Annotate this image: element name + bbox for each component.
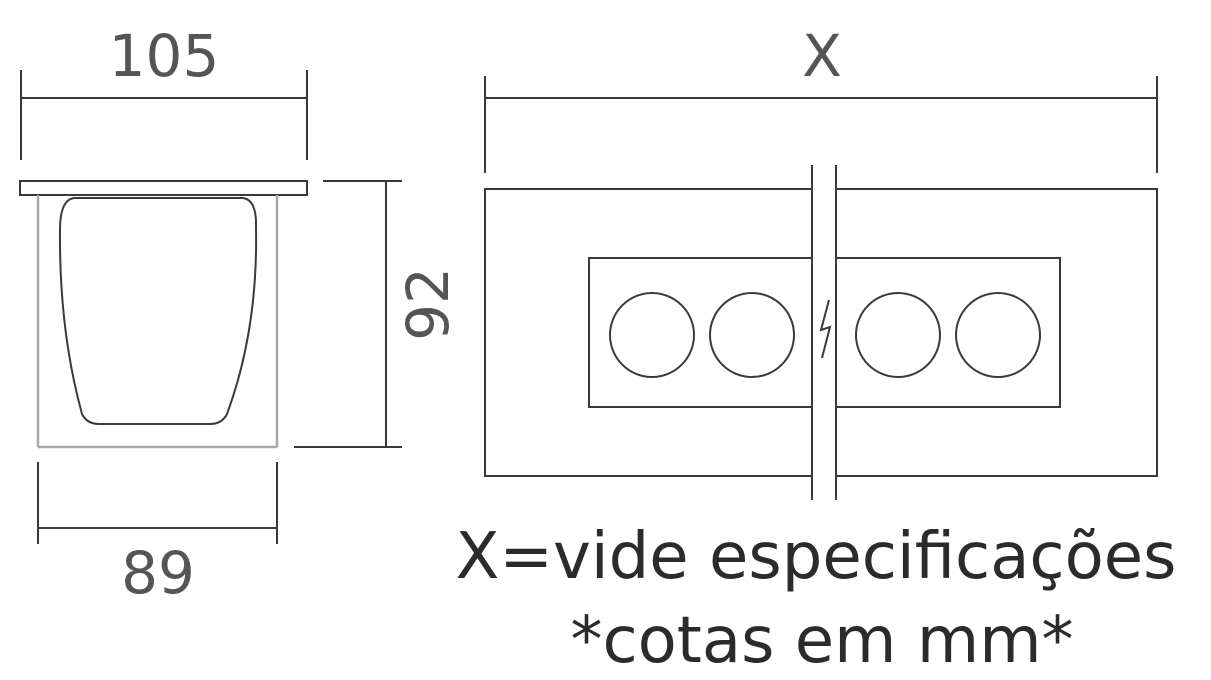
outer-frame <box>484 188 1158 477</box>
lamp-group <box>609 292 1041 378</box>
top-width-dimension <box>20 70 308 160</box>
lamp-circle <box>955 292 1041 378</box>
side-view: 105 92 89 <box>19 22 462 607</box>
length-label: X <box>802 22 842 90</box>
lamp-circle <box>855 292 941 378</box>
bottom-width-label: 89 <box>121 539 195 607</box>
spec-note: X=vide especificações <box>456 520 1177 594</box>
bottom-width-dimension <box>37 462 278 544</box>
housing-body <box>36 195 279 449</box>
units-note: *cotas em mm* <box>570 604 1073 678</box>
lamp-circle <box>609 292 695 378</box>
length-dimension <box>484 76 1158 173</box>
inner-panel-left-half <box>588 257 812 408</box>
outer-frame-left-half <box>484 188 812 477</box>
height-label: 92 <box>394 267 462 341</box>
flange-plate <box>19 180 308 196</box>
break-zigzag-symbol <box>819 299 832 359</box>
lamp-circle <box>709 292 795 378</box>
lamp-reflector-outline <box>58 197 258 425</box>
top-width-label: 105 <box>109 22 220 90</box>
inner-panel <box>588 257 1061 408</box>
inner-panel-right-half <box>836 257 1061 408</box>
front-view: X <box>484 22 1158 500</box>
break-lines <box>811 165 837 500</box>
height-dimension <box>294 180 402 448</box>
outer-frame-right-half <box>836 188 1158 477</box>
